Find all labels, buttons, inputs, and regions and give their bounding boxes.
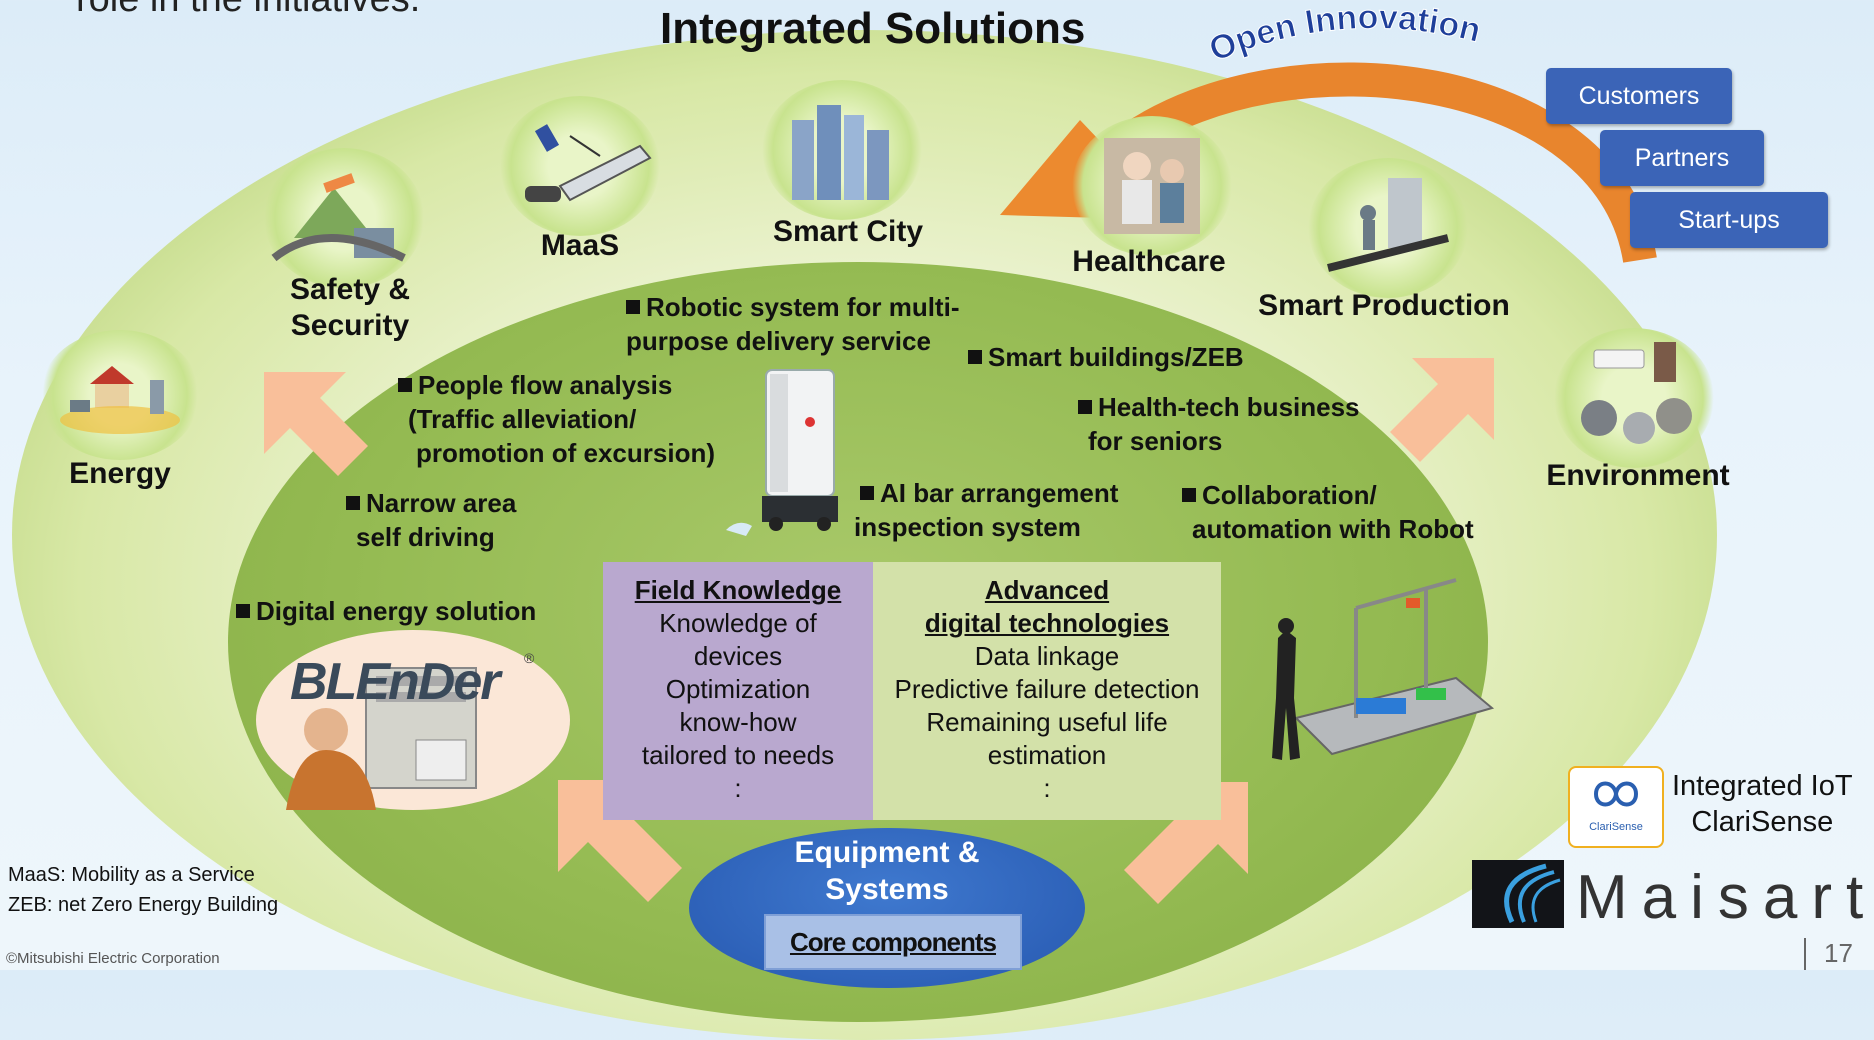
field-knowledge-line: Knowledge of [659, 608, 817, 638]
page-title: Integrated Solutions [660, 4, 1086, 53]
bullet-digital-energy: Digital energy solution [236, 594, 536, 628]
field-knowledge-line: tailored to needs [641, 740, 835, 770]
advanced-digital-line: estimation [987, 740, 1107, 770]
category-safety-security: Safety & Security [260, 272, 440, 344]
bullet-health-tech: Health-tech business for seniors [1078, 390, 1360, 458]
maas-illustration-icon [500, 96, 660, 236]
bullet-square-icon [626, 300, 640, 314]
category-environment: Environment [1546, 459, 1730, 492]
advanced-digital-line: : [1043, 773, 1051, 803]
field-knowledge-line: devices [693, 641, 783, 671]
smart-city-illustration-icon [762, 80, 922, 220]
blender-logo: BLEnDer [290, 653, 500, 711]
advanced-digital-title-1: Advanced [984, 575, 1110, 605]
open-innovation-text: Open Innovation [1203, 4, 1485, 70]
tag-customers: Customers [1546, 68, 1732, 124]
field-knowledge-line: : [734, 773, 742, 803]
clarisense-label: Integrated IoT ClariSense [1672, 768, 1853, 840]
bullet-square-icon [236, 604, 250, 618]
bullet-robotic-system: Robotic system for multi- purpose delive… [626, 292, 960, 356]
maisart-logo-icon [1472, 860, 1564, 928]
bullet-smart-buildings: Smart buildings/ZEB [968, 340, 1244, 374]
footnote-zeb: ZEB: net Zero Energy Building [8, 894, 279, 916]
advanced-digital-title-2: digital technologies [924, 608, 1170, 638]
arrow-up-left-safety [264, 372, 368, 476]
category-smart-city: Smart City [772, 215, 924, 248]
category-healthcare: Healthcare [1072, 245, 1226, 278]
field-knowledge-line: Optimization [665, 674, 811, 704]
tag-startups: Start-ups [1630, 192, 1828, 248]
bullet-ai-bar: AI bar arrangement inspection system [854, 478, 1119, 542]
bullet-narrow-area: Narrow area self driving [346, 486, 516, 554]
clarisense-line-2: ClariSense [1691, 806, 1834, 838]
bullet-square-icon [860, 486, 874, 500]
advanced-digital-line: Predictive failure detection [894, 674, 1200, 704]
cut-off-heading-text: role in the initiatives. [76, 0, 420, 21]
bullet-square-icon [1182, 488, 1196, 502]
clarisense-line-1: Integrated IoT [1672, 770, 1853, 802]
energy-illustration-icon [40, 330, 200, 460]
bullet-collaboration: Collaboration/ automation with Robot [1182, 478, 1474, 546]
delivery-robot-illustration [726, 369, 838, 536]
field-knowledge-box: Field Knowledge Knowledge of devices Opt… [603, 562, 873, 820]
clarisense-logo-icon: ClariSense [1568, 766, 1664, 848]
page-number: 17 [1824, 938, 1853, 968]
smart-production-illustration-icon [1308, 158, 1468, 298]
advanced-digital-box: Advanced digital technologies Data linka… [873, 562, 1221, 820]
category-smart-production: Smart Production [1258, 289, 1510, 322]
core-components-box: Core components [764, 914, 1022, 970]
robot-production-cell-illustration [1272, 578, 1495, 760]
copyright-text: ©Mitsubishi Electric Corporation [6, 950, 220, 967]
clarisense-icon-text: ClariSense [1589, 821, 1643, 833]
category-energy: Energy [69, 457, 171, 490]
healthcare-illustration-icon [1072, 116, 1232, 256]
bullet-square-icon [398, 378, 412, 392]
field-knowledge-title: Field Knowledge [634, 575, 842, 605]
arrow-up-left-bottom [558, 780, 682, 902]
environment-illustration-icon [1554, 328, 1714, 468]
category-safety-line-1: Safety & [289, 273, 411, 306]
category-safety-line-2: Security [290, 309, 410, 342]
blender-illustration: BLEnDer ® [256, 630, 570, 810]
category-maas: MaaS [540, 229, 620, 262]
safety-security-illustration-icon [264, 148, 424, 288]
equipment-line-1: Equipment & [794, 836, 980, 869]
arrow-up-right-production [1390, 358, 1494, 462]
advanced-digital-line: Remaining useful life [926, 707, 1168, 737]
advanced-digital-line: Data linkage [974, 641, 1120, 671]
svg-text:Open Innovation: Open Innovation [1204, 4, 1485, 69]
maisart-wordmark: Maisart [1576, 863, 1874, 932]
equipment-systems-label: Equipment & Systems [689, 834, 1085, 908]
bullet-square-icon [968, 350, 982, 364]
bullet-square-icon [346, 496, 360, 510]
equipment-line-2: Systems [825, 873, 949, 906]
field-knowledge-line: know-how [679, 707, 797, 737]
open-innovation-label: Open Innovation [1203, 4, 1485, 70]
bullet-square-icon [1078, 400, 1092, 414]
bullet-people-flow: People flow analysis (Traffic alleviatio… [398, 368, 715, 470]
footnote-maas: MaaS: Mobility as a Service [8, 864, 255, 886]
page-number-divider [1804, 938, 1806, 970]
tag-partners: Partners [1600, 130, 1764, 186]
registered-mark-icon: ® [524, 650, 535, 666]
